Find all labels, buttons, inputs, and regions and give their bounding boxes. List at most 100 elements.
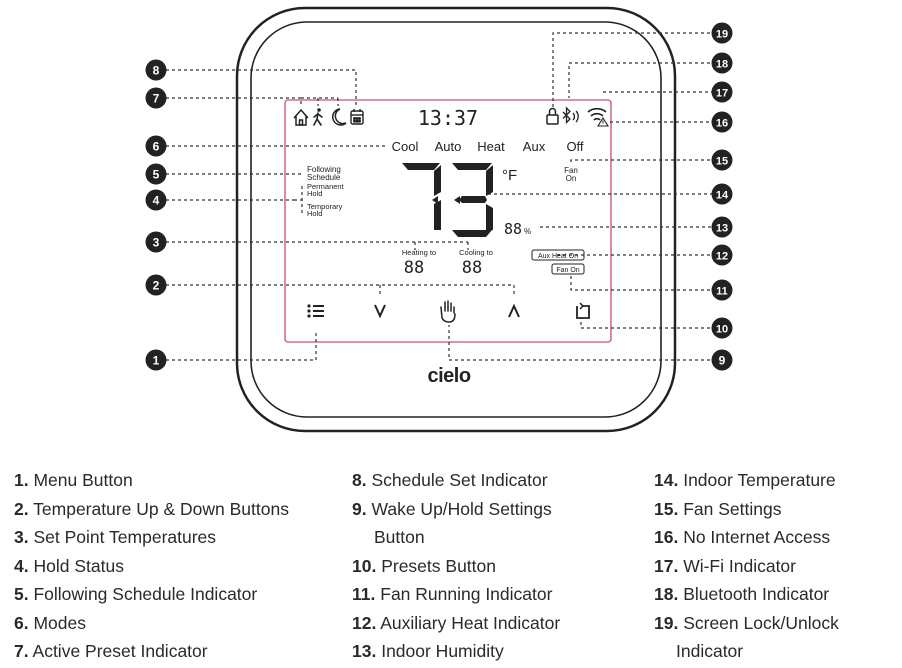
wifi-icon xyxy=(587,107,607,121)
legend-column-3: 14. Indoor Temperature 15. Fan Settings … xyxy=(654,466,839,666)
svg-text:Following: Following xyxy=(307,165,341,174)
legend-item: 18. Bluetooth Indicator xyxy=(654,584,830,604)
svg-text:Temporary: Temporary xyxy=(307,202,343,211)
legend-item: 16. No Internet Access xyxy=(654,527,831,547)
home-icon xyxy=(293,108,309,126)
indoor-temperature xyxy=(402,163,493,237)
legend: 1. Menu Button 2. Temperature Up & Down … xyxy=(0,466,902,666)
temporary-hold-indicator: Temporary Hold xyxy=(307,202,343,218)
legend-item: 11. Fan Running Indicator xyxy=(352,584,553,604)
legend-item: 17. Wi-Fi Indicator xyxy=(654,555,796,576)
temperature-up-button[interactable] xyxy=(508,303,520,318)
svg-text:6: 6 xyxy=(153,140,160,154)
svg-text:12: 12 xyxy=(716,251,728,263)
callout-12: 12 xyxy=(711,244,733,266)
legend-item: 15. Fan Settings xyxy=(654,498,782,519)
callout-8: 8 xyxy=(145,59,167,81)
svg-text:17: 17 xyxy=(716,88,728,100)
callout-14: 14 xyxy=(711,183,733,205)
svg-text:8: 8 xyxy=(153,64,160,78)
svg-text:19: 19 xyxy=(716,29,728,41)
callout-17: 17 xyxy=(711,81,733,103)
wake-hold-button[interactable] xyxy=(440,300,456,323)
calendar-icon xyxy=(350,109,364,125)
svg-text:Cooling to: Cooling to xyxy=(459,248,493,257)
svg-text:5: 5 xyxy=(153,168,160,182)
device-outer-frame xyxy=(235,6,677,433)
no-internet-warning-icon xyxy=(597,116,609,127)
legend-item: 7. Active Preset Indicator xyxy=(14,641,208,661)
aux-heat-on-indicator: Aux Heat On xyxy=(531,249,585,261)
device-inner-frame xyxy=(250,21,662,418)
mode-aux: Aux xyxy=(523,139,546,154)
svg-text:15: 15 xyxy=(716,156,728,168)
legend-item: 5. Following Schedule Indicator xyxy=(14,584,258,604)
callout-4: 4 xyxy=(145,189,167,211)
svg-text:2: 2 xyxy=(153,279,160,293)
callout-2: 2 xyxy=(145,274,167,296)
callouts-right: 19 18 17 16 15 14 13 12 11 10 9 xyxy=(711,22,733,371)
permanent-hold-indicator: Permanent Hold xyxy=(307,182,345,198)
walking-person-icon xyxy=(313,108,323,126)
mode-off: Off xyxy=(566,139,583,154)
callout-18: 18 xyxy=(711,52,733,74)
legend-item: 6. Modes xyxy=(14,612,87,633)
legend-column-1: 1. Menu Button 2. Temperature Up & Down … xyxy=(14,466,289,666)
callout-15: 15 xyxy=(711,149,733,171)
brand-logo: cielo xyxy=(427,365,470,387)
svg-text:Schedule: Schedule xyxy=(307,173,341,182)
lock-icon xyxy=(546,107,559,125)
svg-text:Hold: Hold xyxy=(307,209,322,218)
bluetooth-icon xyxy=(562,106,579,125)
callouts-left: 8 7 6 5 4 3 2 1 xyxy=(145,59,167,371)
svg-text:Aux Heat On: Aux Heat On xyxy=(538,253,578,260)
mode-heat: Heat xyxy=(477,139,505,154)
svg-text:88: 88 xyxy=(404,258,424,278)
heating-setpoint: Heating to 88 xyxy=(402,248,436,278)
svg-text:16: 16 xyxy=(716,118,728,130)
callout-7: 7 xyxy=(145,87,167,109)
lcd-screen xyxy=(284,99,612,343)
svg-text:14: 14 xyxy=(716,190,729,202)
mode-cool: Cool xyxy=(392,139,419,154)
svg-text:88: 88 xyxy=(462,258,482,278)
callout-11: 11 xyxy=(711,279,733,301)
clock-time: 13:37 xyxy=(418,106,478,130)
cooling-setpoint: Cooling to 88 xyxy=(459,248,493,278)
legend-column-2: 8. Schedule Set Indicator 9. Wake Up/Hol… xyxy=(352,466,560,666)
legend-item: 2. Temperature Up & Down Buttons xyxy=(14,498,289,519)
callout-19: 19 xyxy=(711,22,733,44)
legend-item: 3. Set Point Temperatures xyxy=(14,527,217,547)
svg-text:7: 7 xyxy=(153,92,160,106)
presets-button[interactable] xyxy=(576,302,590,319)
modes-row: Cool Auto Heat Aux Off xyxy=(392,139,584,154)
svg-text:Heating to: Heating to xyxy=(402,248,436,257)
menu-button[interactable] xyxy=(307,304,324,318)
svg-text:Permanent: Permanent xyxy=(307,182,345,191)
svg-text:Hold: Hold xyxy=(307,189,322,198)
mode-auto: Auto xyxy=(435,139,462,154)
humidity-unit: % xyxy=(524,227,531,236)
thermostat-diagram: 8 7 6 5 4 3 2 1 19 18 17 16 15 14 13 12 … xyxy=(145,6,733,433)
svg-text:18: 18 xyxy=(716,59,728,71)
legend-item: 1. Menu Button xyxy=(14,470,133,490)
fan-settings-indicator: Fan On xyxy=(564,166,578,183)
legend-item: 10. Presets Button xyxy=(352,555,496,576)
legend-item: 13. Indoor Humidity xyxy=(352,641,504,661)
svg-text:9: 9 xyxy=(719,354,726,368)
moon-icon xyxy=(332,108,347,126)
following-schedule-indicator: Following Schedule xyxy=(307,165,341,182)
callout-13: 13 xyxy=(711,216,733,238)
fan-on-indicator: Fan On xyxy=(551,263,585,275)
svg-text:3: 3 xyxy=(153,236,160,250)
callout-9: 9 xyxy=(711,349,733,371)
legend-item: 12. Auxiliary Heat Indicator xyxy=(352,612,561,633)
svg-text:Fan: Fan xyxy=(564,166,578,175)
svg-text:11: 11 xyxy=(716,286,728,298)
temperature-down-button[interactable] xyxy=(374,304,386,319)
callout-10: 10 xyxy=(711,317,733,339)
callout-16: 16 xyxy=(711,111,733,133)
svg-text:4: 4 xyxy=(153,194,160,208)
